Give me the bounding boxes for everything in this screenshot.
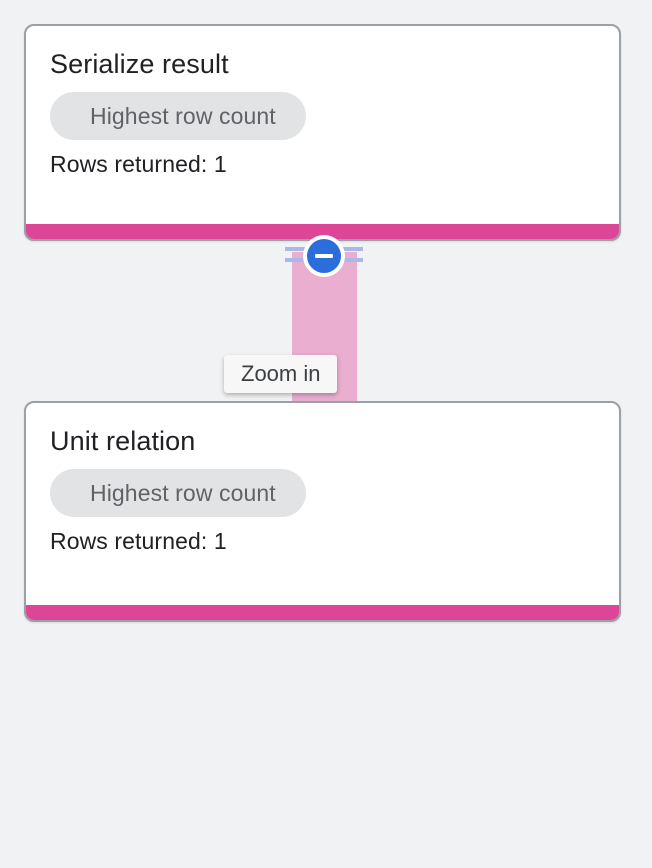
connector-rail-lines — [285, 236, 363, 274]
node-rows-returned: Rows returned: 1 — [50, 528, 227, 554]
node-rows-returned: Rows returned: 1 — [50, 151, 227, 177]
rail-line-right-bottom — [335, 258, 363, 262]
node-title: Unit relation — [50, 426, 196, 456]
node-accent-bar — [26, 224, 619, 239]
node-content: Unit relation Highest row count Rows ret… — [26, 403, 619, 555]
node-card-unit-relation[interactable]: Unit relation Highest row count Rows ret… — [24, 401, 621, 622]
minus-glyph — [315, 254, 333, 258]
zoom-out-control[interactable] — [285, 235, 363, 277]
zoom-in-tooltip: Zoom in — [224, 355, 338, 393]
node-content: Serialize result Highest row count Rows … — [26, 26, 619, 178]
node-accent-bar — [26, 605, 619, 620]
rail-line-right-top — [335, 247, 363, 251]
node-title: Serialize result — [50, 49, 229, 79]
minus-circle-icon[interactable] — [307, 239, 341, 273]
rail-line-left-bottom — [285, 258, 313, 262]
rail-line-left-top — [285, 247, 313, 251]
node-badge-highest-row-count: Highest row count — [50, 92, 306, 140]
node-badge-highest-row-count: Highest row count — [50, 469, 306, 517]
node-card-serialize-result[interactable]: Serialize result Highest row count Rows … — [24, 24, 621, 241]
